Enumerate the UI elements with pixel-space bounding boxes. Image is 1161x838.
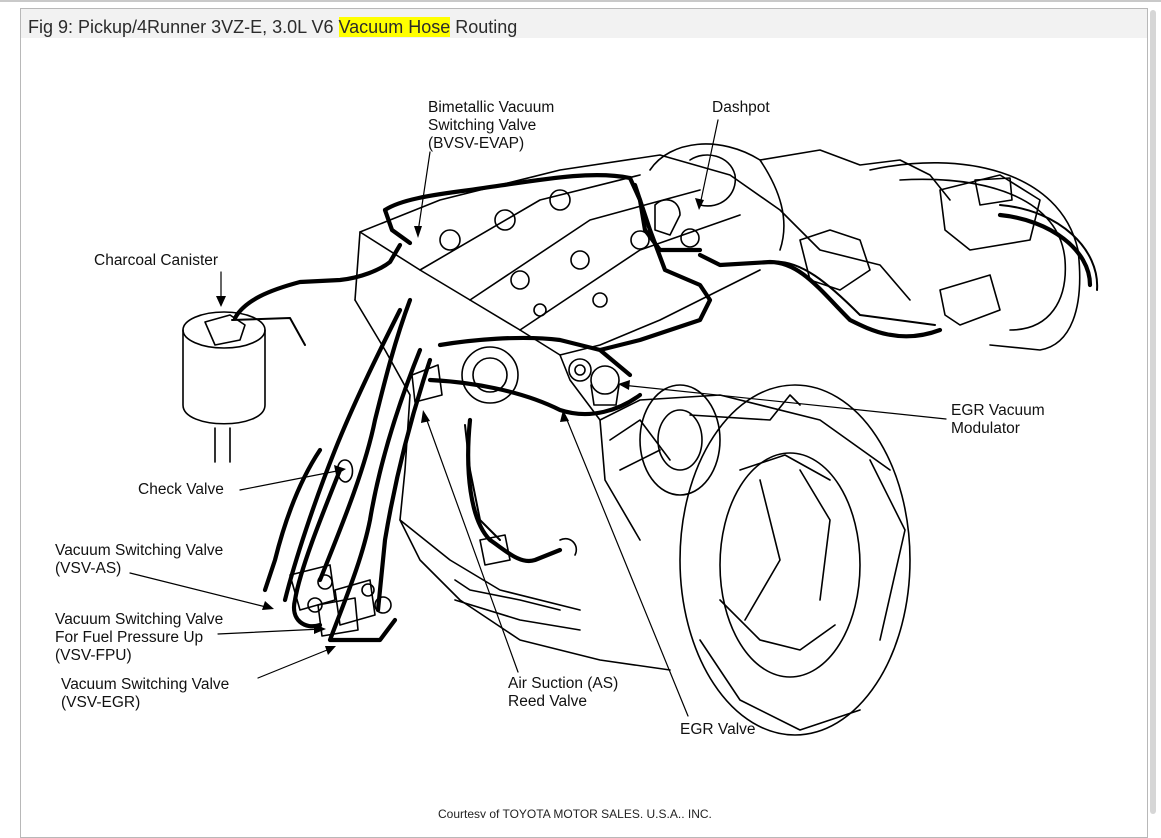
top-border bbox=[0, 0, 1161, 2]
credit-line: Courtesy of TOYOTA MOTOR SALES, U.S.A., … bbox=[438, 807, 712, 818]
air-suction-reed-valve-label: Air Suction (AS) Reed Valve bbox=[508, 675, 623, 710]
engine-diagram: Bimetallic Vacuum Switching Valve (BVSV-… bbox=[55, 99, 1099, 818]
title-prefix: Fig 9: Pickup/4Runner 3VZ-E, 3.0L V6 bbox=[28, 17, 339, 37]
figure-title-bar bbox=[21, 9, 1147, 38]
hose-sleeves bbox=[231, 204, 1099, 541]
title-highlight: Vacuum Hose bbox=[338, 17, 451, 37]
scrollbar-thumb[interactable] bbox=[1150, 10, 1156, 814]
vsv-as-label: Vacuum Switching Valve (VSV-AS) bbox=[55, 542, 228, 577]
check-valve-label: Check Valve bbox=[138, 481, 224, 498]
charcoal-canister-part bbox=[182, 311, 266, 463]
leader-arrowheads bbox=[216, 198, 704, 655]
egr-valve-label: EGR Valve bbox=[680, 721, 756, 738]
bvsv-label: Bimetallic Vacuum Switching Valve (BVSV-… bbox=[428, 99, 559, 152]
vsv-cluster bbox=[289, 564, 392, 637]
leader-lines bbox=[129, 119, 947, 717]
title-suffix: Routing bbox=[450, 17, 518, 37]
egr-vacuum-modulator-label: EGR Vacuum Modulator bbox=[951, 402, 1049, 437]
air-intake bbox=[649, 143, 1081, 351]
vsv-fpu-label: Vacuum Switching Valve For Fuel Pressure… bbox=[55, 611, 228, 664]
charcoal-canister-label: Charcoal Canister bbox=[94, 252, 218, 269]
cooling-fan bbox=[599, 384, 911, 736]
egr-components bbox=[336, 199, 700, 566]
figure-title: Fig 9: Pickup/4Runner 3VZ-E, 3.0L V6 Vac… bbox=[28, 16, 517, 38]
dashpot-label: Dashpot bbox=[712, 99, 770, 116]
diagram-labels: Bimetallic Vacuum Switching Valve (BVSV-… bbox=[55, 99, 1049, 818]
engine-block bbox=[354, 154, 911, 671]
vsv-egr-label: Vacuum Switching Valve (VSV-EGR) bbox=[61, 676, 234, 711]
